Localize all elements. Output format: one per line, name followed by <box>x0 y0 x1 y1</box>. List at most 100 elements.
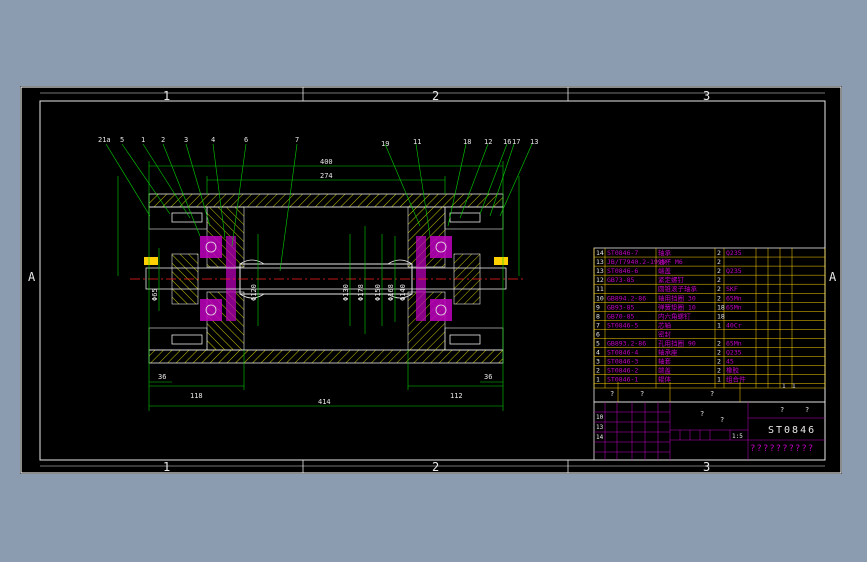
zone-col-1-bottom: 1 <box>163 460 170 474</box>
parts-cell-code: GB893.2-86 <box>607 340 646 348</box>
title-q4: ? <box>805 406 809 414</box>
grid-row-13: 13 <box>596 424 604 431</box>
parts-cell-no: 7 <box>596 321 600 329</box>
parts-cell-material: Q235 <box>726 349 742 357</box>
parts-cell-qty: 2 <box>717 340 721 348</box>
header-q1: ? <box>610 390 614 398</box>
dim-112: 112 <box>450 392 463 400</box>
right-bearing-housing <box>407 206 504 351</box>
drawing-sheet: 1 2 3 1 2 3 A A <box>20 86 842 474</box>
dim-274: 274 <box>320 172 333 180</box>
parts-cell-no: 8 <box>596 312 600 320</box>
parts-cell-no: 14 <box>596 249 604 257</box>
parts-cell-name: 圆锥滚子轴承 <box>658 284 698 293</box>
parts-cell-name: 轴承 <box>658 248 672 257</box>
parts-cell-code: GB70-85 <box>607 312 634 320</box>
parts-cell-no: 11 <box>596 285 604 293</box>
parts-cell-name: 内六角螺钉 <box>658 311 691 320</box>
parts-cell-code: ST0846-5 <box>607 321 638 329</box>
balloon-17: 17 <box>512 138 520 146</box>
left-bearing-housing <box>148 206 245 351</box>
parts-cell-material: 组合件 <box>726 375 746 384</box>
parts-cell-name: 轴用挡圈 30 <box>658 293 696 302</box>
dim-118: 118 <box>190 392 203 400</box>
parts-cell-qty: 2 <box>717 349 721 357</box>
parts-cell-no: 9 <box>596 303 600 311</box>
drawing-title: ?????????? <box>750 444 814 454</box>
parts-cell-qty: 2 <box>717 258 721 266</box>
parts-cell-code: GB894.2-86 <box>607 294 646 302</box>
parts-cell-name: 轴承座 <box>658 348 678 357</box>
parts-cell-qty: 2 <box>717 267 721 275</box>
parts-cell-qty: 1 <box>717 321 721 329</box>
parts-cell-name: 辊体 <box>658 375 672 384</box>
parts-cell-code: ST0846-7 <box>607 249 638 257</box>
parts-cell-material: Q235 <box>726 267 742 275</box>
parts-cell-material: 65Mn <box>726 340 742 348</box>
balloon-18: 18 <box>463 138 471 146</box>
parts-cell-name: 紧定螺钉 <box>658 275 685 284</box>
grid-row-14: 14 <box>596 434 604 441</box>
parts-cell-no: 12 <box>596 276 604 284</box>
balloon-4: 4 <box>211 136 215 144</box>
sheet-mark-2: 1 <box>792 383 796 390</box>
parts-cell-material: 橡胶 <box>726 366 740 375</box>
balloon-7: 7 <box>295 136 299 144</box>
zone-row-a-left: A <box>28 270 36 284</box>
zone-col-3-top: 3 <box>703 89 710 103</box>
parts-cell-code: GB73-85 <box>607 276 634 284</box>
parts-cell-code: ST0846-1 <box>607 376 638 384</box>
dim-dia-168: Φ168 <box>387 284 395 301</box>
parts-cell-qty: 2 <box>717 285 721 293</box>
zone-col-2-bottom: 2 <box>432 460 439 474</box>
dimension-texts: 400 274 414 118 112 36 36 Φ65 Φ120 Φ130 … <box>151 158 492 406</box>
outer-border <box>20 86 842 474</box>
title-q3: ? <box>780 406 784 414</box>
parts-cell-qty: 2 <box>717 367 721 375</box>
dimension-lines <box>117 161 520 411</box>
parts-cell-no: 2 <box>596 367 600 375</box>
parts-cell-qty: 2 <box>717 249 721 257</box>
zone-row-a-right: A <box>829 270 837 284</box>
parts-cell-no: 5 <box>596 340 600 348</box>
balloon-21a: 21a <box>98 136 111 144</box>
dim-400: 400 <box>320 158 333 166</box>
parts-cell-no: 13 <box>596 267 604 275</box>
balloon-6: 6 <box>244 136 248 144</box>
parts-cell-qty: 18 <box>717 312 725 320</box>
balloon-19: 19 <box>381 140 389 148</box>
balloon-11: 11 <box>413 138 421 146</box>
dim-dia-120: Φ120 <box>250 284 258 301</box>
parts-cell-code: ST0846-6 <box>607 267 638 275</box>
parts-cell-no: 4 <box>596 349 600 357</box>
parts-cell-no: 10 <box>596 294 604 302</box>
title-q2: ? <box>720 416 724 424</box>
parts-cell-name: 端盖 <box>658 266 672 275</box>
parts-cell-material: SKF <box>726 285 738 293</box>
balloon-3: 3 <box>184 136 188 144</box>
parts-cell-code: ST0846-3 <box>607 358 638 366</box>
parts-cell-qty: 1 <box>717 376 721 384</box>
parts-cell-no: 3 <box>596 358 600 366</box>
parts-cell-qty: 2 <box>717 276 721 284</box>
parts-cell-name: 孔用挡圈 90 <box>658 339 696 348</box>
balloon-2: 2 <box>161 136 165 144</box>
parts-cell-material: 40Cr <box>726 321 742 329</box>
header-q3: ? <box>710 390 714 398</box>
parts-cell-name: 油杯 M6 <box>658 257 683 266</box>
parts-cell-code: GB93-85 <box>607 303 634 311</box>
drawing-number: ST0846 <box>768 425 816 436</box>
sheet-mark-1: 1 <box>782 383 786 390</box>
parts-cell-material: 65Mn <box>726 303 742 311</box>
dim-36-left: 36 <box>158 373 166 381</box>
parts-cell-qty: 2 <box>717 294 721 302</box>
parts-cell-material: 65Mn <box>726 294 742 302</box>
header-q2: ? <box>640 390 644 398</box>
parts-cell-no: 6 <box>596 330 600 338</box>
dim-dia-178: Φ178 <box>357 284 365 301</box>
parts-cell-qty: 2 <box>717 358 721 366</box>
dim-dia-130: Φ130 <box>342 284 350 301</box>
dim-dia-140: Φ140 <box>399 284 407 301</box>
parts-cell-name: 弹簧垫圈 10 <box>658 302 696 311</box>
